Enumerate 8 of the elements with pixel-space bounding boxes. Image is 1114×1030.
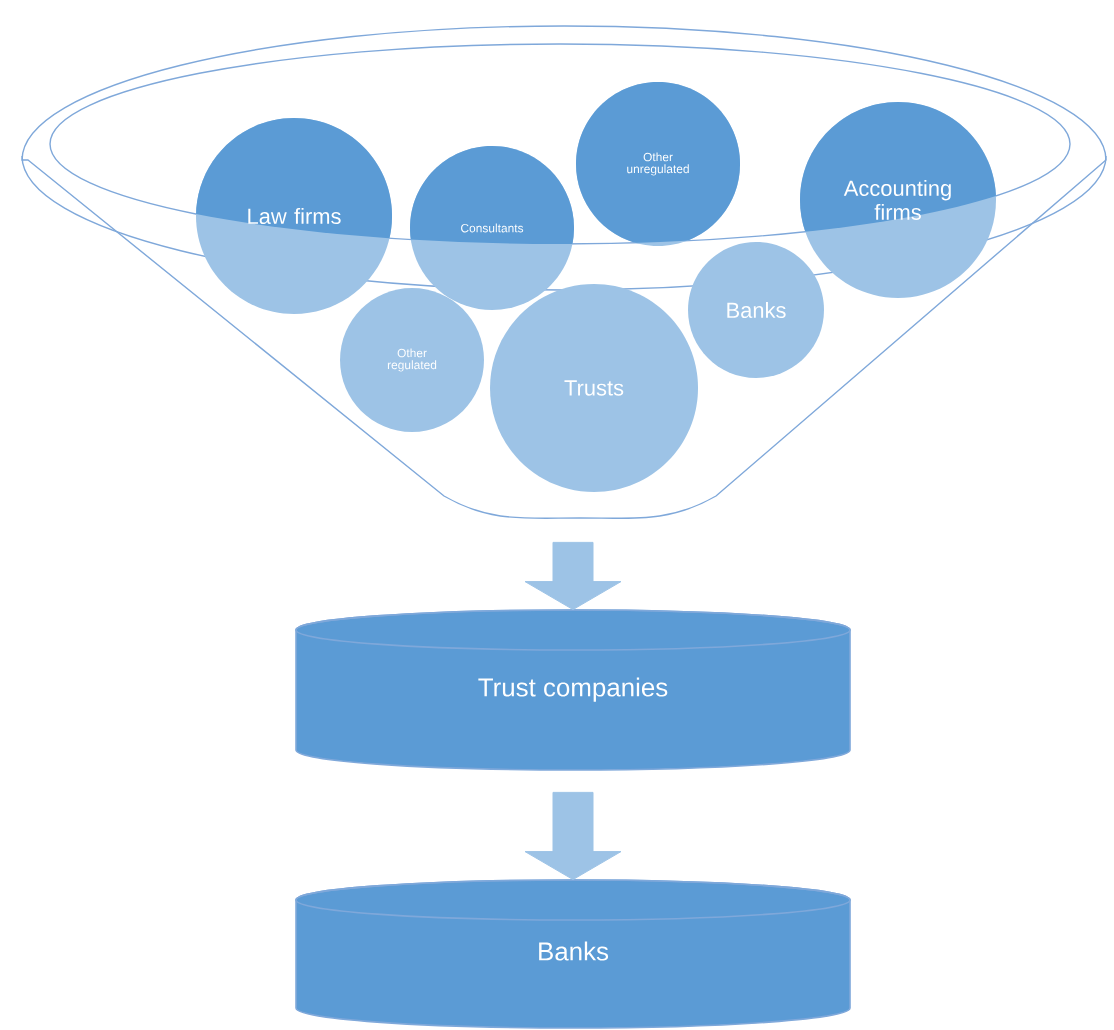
block-arrow [524, 541, 622, 611]
cylinder: Banks [295, 879, 851, 1029]
bubble: Banks [688, 242, 824, 378]
bubble: Accounting firms [800, 102, 996, 298]
bubble: Law firms [196, 118, 392, 314]
cylinder: Trust companies [295, 609, 851, 771]
bubble: Trusts [490, 284, 698, 492]
block-arrow [524, 791, 622, 881]
